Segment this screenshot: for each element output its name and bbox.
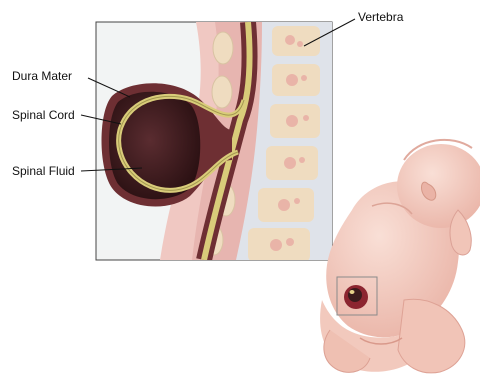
lesion-core	[348, 288, 362, 302]
vertebra-label: Vertebra	[358, 10, 404, 24]
spinal-fluid-cavity	[109, 92, 200, 199]
cross-section-inset	[96, 22, 332, 262]
baby-illustration	[320, 140, 480, 373]
spinal-fluid-label: Spinal Fluid	[12, 164, 75, 178]
spinal-cord-label: Spinal Cord	[12, 108, 75, 122]
dura-mater-label: Dura Mater	[12, 69, 72, 83]
lesion-highlight	[350, 290, 355, 294]
baby-leg	[398, 299, 465, 373]
